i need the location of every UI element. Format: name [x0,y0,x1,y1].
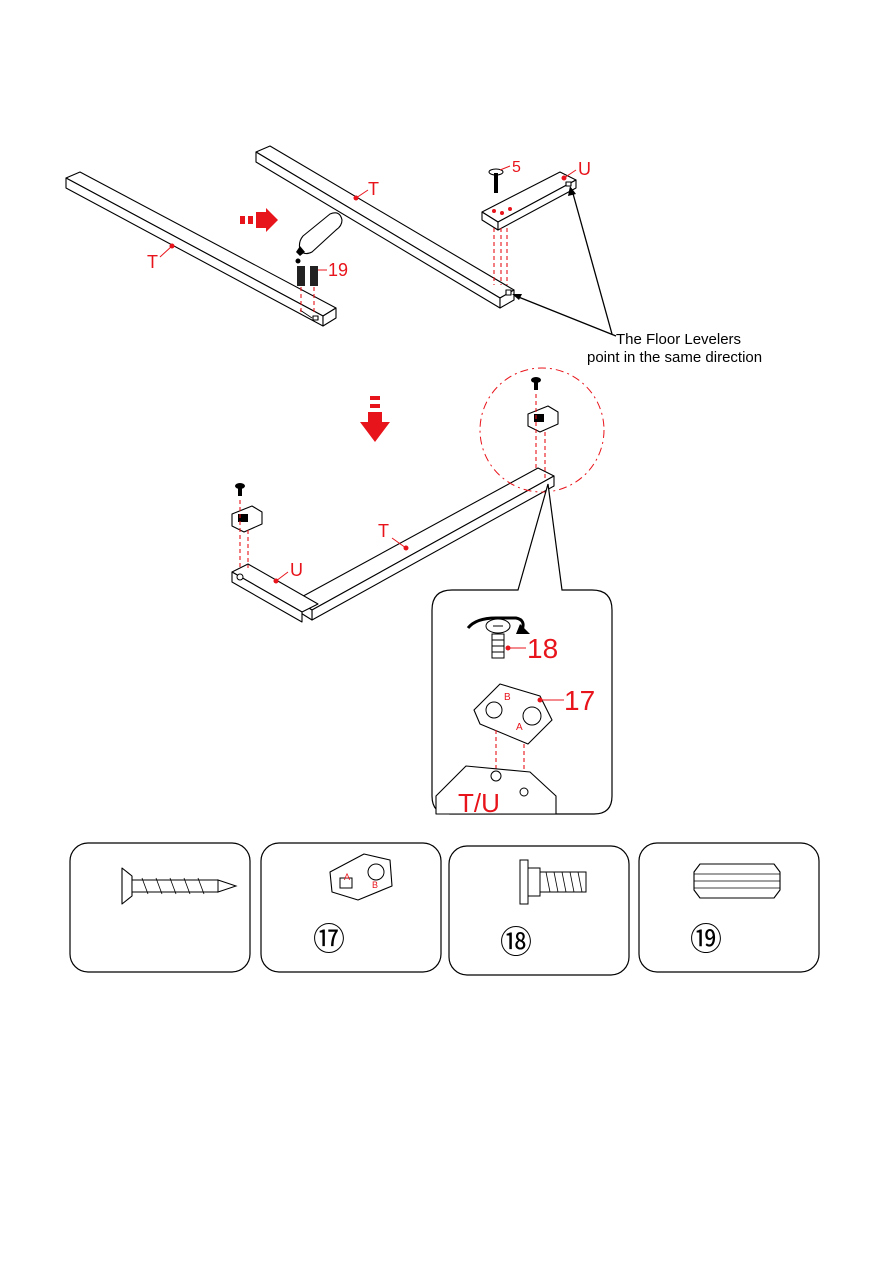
detail-bolt [466,616,530,659]
label-u-top: U [578,159,591,179]
screw-icon [121,867,238,905]
label-detail-17: 17 [564,685,595,716]
label-detail-18: 18 [527,633,558,664]
hardware-box-screw [69,842,251,973]
hardware-box-19 [638,842,820,973]
hardware-box-17 [260,842,442,973]
label-t-bottom: T [378,521,389,541]
dowel-pair [297,266,318,313]
label-u-bottom: U [290,560,303,580]
hardware-number-18: ⑱ [500,924,532,960]
screw-5-icon [488,168,504,193]
hardware-bracket-a: A [344,872,350,882]
dowel-icon [693,863,781,899]
board-u-top [481,171,577,231]
bracket-label-a: A [516,722,523,733]
label-t-right: T [368,179,379,199]
note-line-2: point in the same direction [587,349,762,366]
hardware-number-19: ⑲ [690,921,722,957]
frame-assembly [231,467,555,623]
glue-bottle-icon [295,212,343,264]
bracket-left [231,483,263,568]
bracket-label-b: B [504,692,511,703]
note-line-1: The Floor Levelers [616,331,741,348]
board-t-left [65,171,337,327]
detail-bracket: B A [473,683,553,745]
hardware-number-17: ⑰ [313,921,345,957]
arrow-down-icon [360,396,390,442]
detail-callout-circle [479,367,605,493]
bracket-icon: A B [329,853,393,901]
label-t-left: T [147,252,158,272]
arrow-right-icon [240,208,278,232]
board-t-right [255,145,515,309]
hardware-bracket-b: B [372,880,378,890]
label-detail-tu: T/U [458,788,500,818]
label-part-19: 19 [328,260,348,280]
hardware-box-18 [448,845,630,976]
detail-board [435,765,557,815]
bracket-right [527,377,559,478]
label-part-5: 5 [512,159,521,176]
bolt-icon [519,859,587,905]
